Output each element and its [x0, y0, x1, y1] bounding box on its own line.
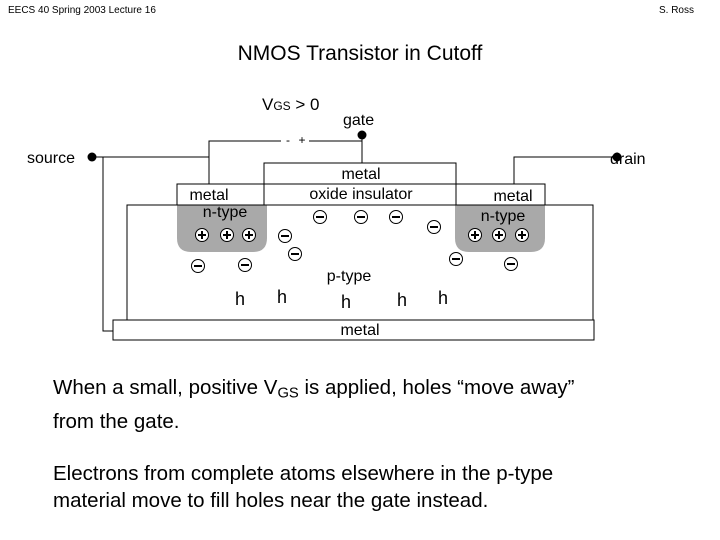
- positive-ion: [195, 228, 209, 242]
- voltage-plus-sign: +: [298, 133, 305, 147]
- paragraph-1: When a small, positive VGS is applied, h…: [53, 374, 575, 435]
- vgs-subscript: GS: [273, 99, 290, 113]
- negative-ion: [354, 210, 368, 224]
- nmos-diagram: - + VGS > 0 gate source drain metal oxid…: [27, 95, 646, 341]
- positive-ion: [468, 228, 482, 242]
- positive-ion: [515, 228, 529, 242]
- hole-marker: h: [341, 292, 351, 312]
- negative-ion: [389, 210, 403, 224]
- source-terminal: [87, 152, 97, 162]
- header-course: EECS 40 Spring 2003 Lecture 16: [8, 5, 156, 16]
- vgs-main: V: [262, 95, 274, 114]
- bottom-metal-contact: [112, 319, 595, 341]
- paragraph-1-subscript: GS: [277, 385, 299, 402]
- hole-marker: h: [438, 288, 448, 308]
- negative-ion: [288, 247, 302, 261]
- hole-marker: h: [397, 290, 407, 310]
- right-metal-contact: [455, 183, 546, 206]
- paragraph-1-line-2: from the gate.: [53, 409, 180, 433]
- left-n-type-label: n-type: [203, 204, 248, 221]
- drain-label: drain: [610, 151, 646, 168]
- paragraph-2: Electrons from complete atoms elsewhere …: [53, 460, 553, 514]
- negative-ion: [449, 252, 463, 266]
- oxide-insulator-label: oxide insulator: [309, 186, 413, 203]
- vgs-condition: > 0: [291, 95, 320, 114]
- slide-title: NMOS Transistor in Cutoff: [237, 42, 483, 65]
- gate-metal: [263, 162, 457, 185]
- gate-label: gate: [343, 112, 374, 129]
- paragraph-1-start: When a small, positive V: [53, 376, 278, 399]
- negative-ion: [427, 220, 441, 234]
- source-label: source: [27, 150, 75, 167]
- hole-marker: h: [235, 289, 245, 309]
- paragraph-1-end: is applied, holes “move away”: [298, 376, 575, 399]
- negative-ion: [504, 257, 518, 271]
- voltage-minus-sign: -: [286, 133, 290, 147]
- positive-ion: [242, 228, 256, 242]
- header-author: S. Ross: [658, 5, 694, 16]
- voltage-source: [281, 131, 309, 149]
- negative-ion: [278, 229, 292, 243]
- hole-marker: h: [277, 287, 287, 307]
- positive-ion: [492, 228, 506, 242]
- positive-ion: [220, 228, 234, 242]
- vgs-label: VGS > 0: [262, 95, 320, 114]
- paragraph-2-line-2: material move to fill holes near the gat…: [53, 489, 489, 512]
- positive-ions: [195, 228, 529, 242]
- paragraph-2-line-1: Electrons from complete atoms elsewhere …: [53, 462, 554, 485]
- right-n-type-label: n-type: [481, 208, 526, 225]
- p-type-label: p-type: [327, 268, 372, 285]
- bottom-metal-label: metal: [340, 322, 379, 339]
- negative-ion: [191, 259, 205, 273]
- left-metal-label: metal: [189, 187, 228, 204]
- right-metal-label: metal: [493, 188, 532, 205]
- negative-ions: [191, 210, 518, 273]
- negative-ion: [313, 210, 327, 224]
- gate-metal-label: metal: [341, 166, 380, 183]
- drain-terminal: [612, 152, 622, 162]
- negative-ion: [238, 258, 252, 272]
